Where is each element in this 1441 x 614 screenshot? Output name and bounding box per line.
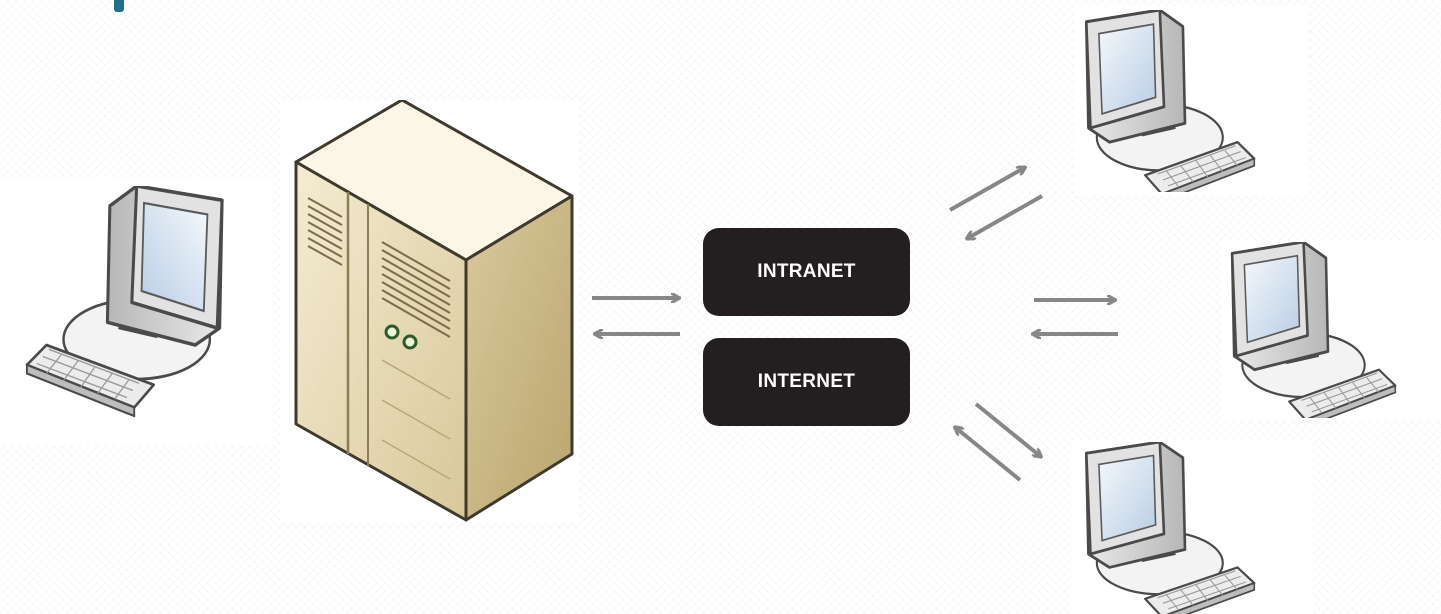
arrow-network-to-bottom-client <box>974 402 1040 456</box>
arrow-bottom-client-to-network <box>956 428 1022 482</box>
intranet-label: INTRANET <box>757 261 856 282</box>
internet-box: INTERNET <box>703 338 910 426</box>
server-led-lights <box>384 324 418 350</box>
server-tower-icon <box>294 100 574 522</box>
title-accent-mark <box>114 0 124 12</box>
internet-label: INTERNET <box>757 371 856 392</box>
arrow-top-client-to-network <box>968 194 1043 238</box>
title-strip <box>0 0 1441 16</box>
arrow-network-to-top-client <box>949 168 1024 212</box>
intranet-box: INTRANET <box>703 228 910 316</box>
